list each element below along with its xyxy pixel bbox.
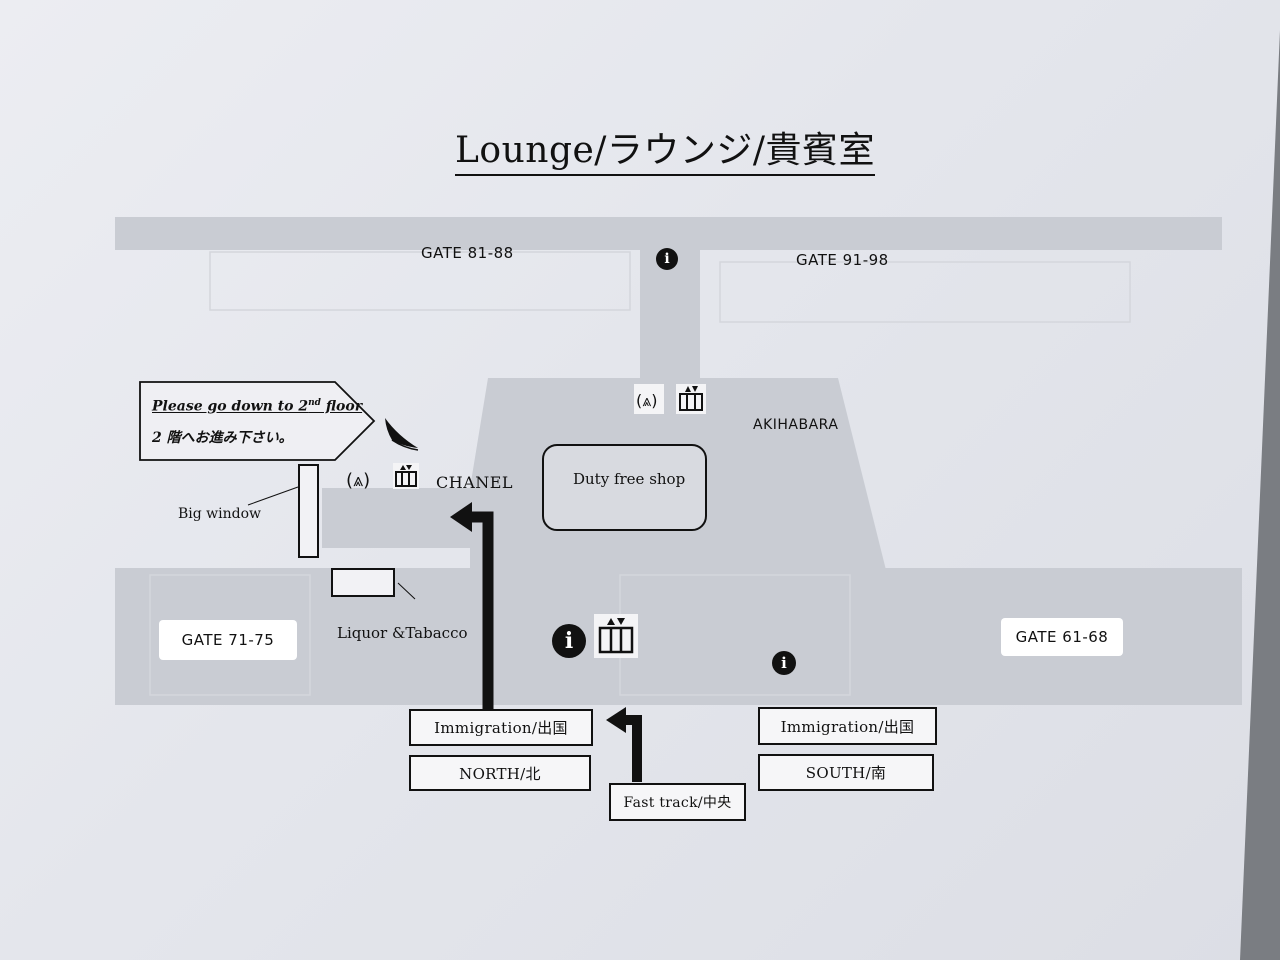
route-arrow-fast-track bbox=[624, 715, 642, 782]
gate-label-91-98: GATE 91-98 bbox=[796, 251, 889, 269]
elevator-icon bbox=[393, 463, 419, 489]
restroom-icon: (⩓) bbox=[634, 384, 664, 414]
svg-text:(⩓): (⩓) bbox=[636, 391, 658, 410]
akihabara-label: AKIHABARA bbox=[753, 417, 839, 433]
big-window-pointer bbox=[247, 486, 299, 506]
route-arrowhead-fast-track bbox=[606, 707, 626, 733]
airline-logo-icon bbox=[385, 418, 419, 451]
sign-line-japanese: 2 階へお進み下さい。 bbox=[152, 430, 293, 446]
liquor-shop-marker bbox=[331, 568, 395, 597]
liquor-pointer bbox=[397, 582, 416, 600]
ghost-lines bbox=[149, 251, 1131, 696]
sign-text-sup: nd bbox=[308, 398, 321, 408]
restroom-icon: (⩓) bbox=[346, 470, 370, 491]
sign-text-a: Please go down to 2 bbox=[152, 398, 309, 415]
duty-free-outline bbox=[542, 444, 707, 531]
sign-line-english: Please go down to 2nd floor bbox=[152, 398, 362, 415]
ghost-block bbox=[149, 574, 311, 696]
gate-label-61-68: GATE 61-68 bbox=[1001, 618, 1123, 656]
elevator-icon bbox=[594, 614, 638, 658]
big-window-label: Big window bbox=[178, 506, 262, 522]
sign-text-b: floor bbox=[320, 398, 363, 415]
info-icon: i bbox=[772, 651, 796, 675]
fast-track-box: Fast track/中央 bbox=[609, 783, 746, 821]
elevator-icon bbox=[676, 384, 706, 414]
south-box: SOUTH/南 bbox=[758, 754, 934, 791]
ghost-block bbox=[719, 261, 1131, 323]
info-icon: i bbox=[656, 248, 678, 270]
immigration-south-box: Immigration/出国 bbox=[758, 707, 937, 745]
chanel-label: CHANEL bbox=[436, 473, 514, 492]
route-arrow-north bbox=[470, 511, 494, 710]
map-title: Lounge/ラウンジ/貴賓室 bbox=[455, 130, 876, 176]
north-corridor bbox=[115, 217, 1222, 250]
gate-label-81-88: GATE 81-88 bbox=[421, 244, 514, 262]
big-window-marker bbox=[298, 464, 319, 558]
route-arrowhead-north bbox=[450, 502, 472, 532]
liquor-label: Liquor &Tabacco bbox=[337, 624, 468, 642]
immigration-north-box: Immigration/出国 bbox=[409, 709, 593, 746]
info-icon: i bbox=[552, 624, 586, 658]
directions-sign-outline bbox=[139, 381, 376, 461]
svg-text:(⩓): (⩓) bbox=[346, 470, 370, 491]
ghost-block bbox=[209, 251, 631, 311]
gate-label-71-75: GATE 71-75 bbox=[159, 620, 297, 660]
north-box: NORTH/北 bbox=[409, 755, 591, 791]
duty-free-label: Duty free shop bbox=[573, 470, 686, 488]
